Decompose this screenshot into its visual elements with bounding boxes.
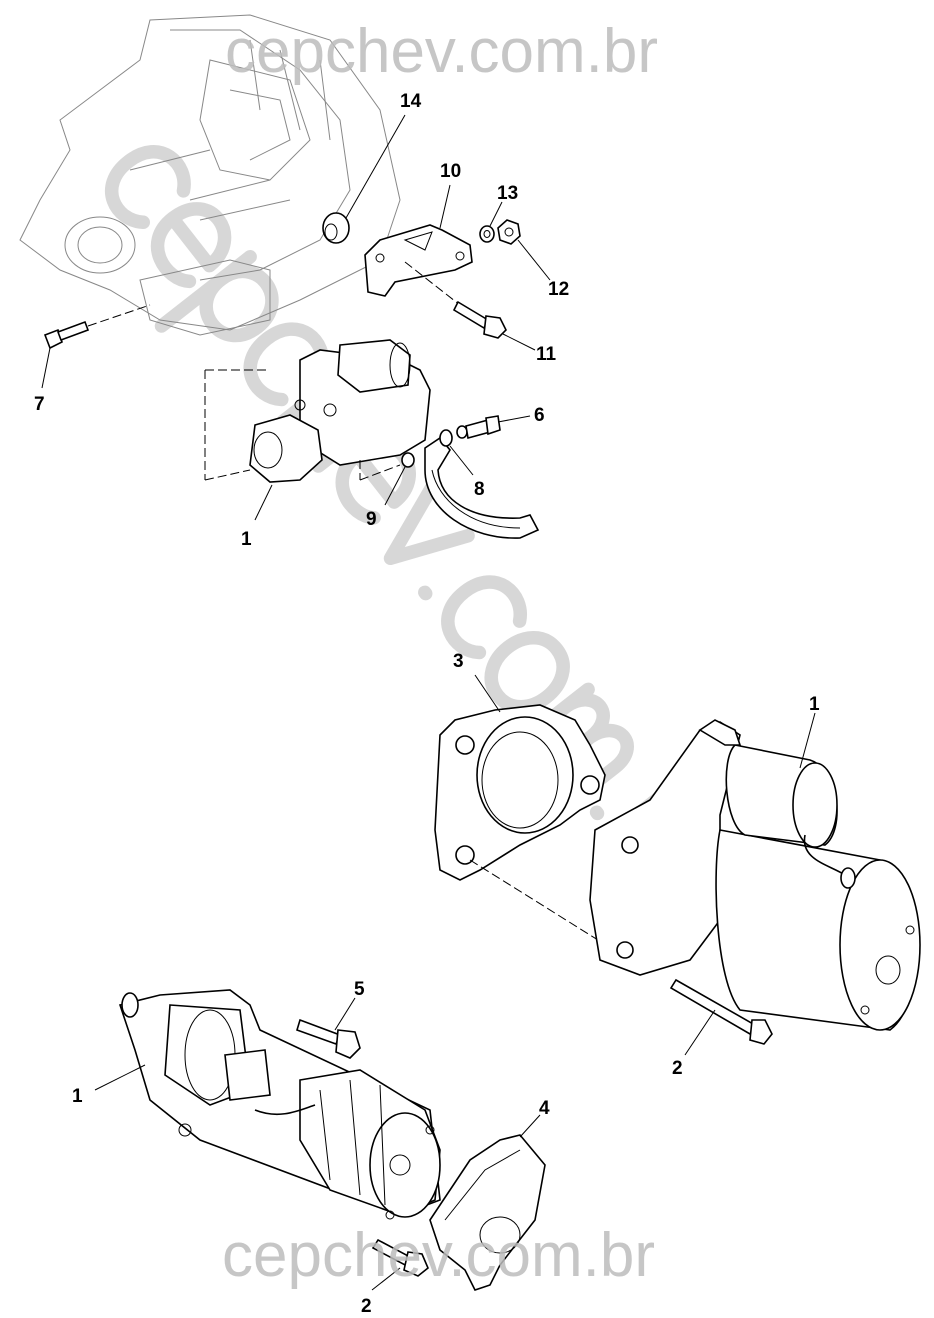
callout-7: 7 [34,394,45,415]
callout-13: 13 [497,183,518,204]
callouts-top: 14 10 13 12 11 7 6 8 9 1 [34,91,569,550]
callout-1: 1 [809,694,820,715]
callout-2: 2 [672,1058,683,1079]
callout-2: 2 [361,1296,372,1317]
part-13-washer [479,201,503,243]
part-3-gasket-plate [434,674,631,961]
callout-12: 12 [548,279,569,300]
part-2-bolt-middle [669,978,773,1056]
watermark-glyph [104,145,191,230]
part-5-bolt [296,997,361,1059]
callout-8: 8 [474,479,485,500]
watermark-glyph [484,631,570,714]
callout-4: 4 [539,1098,550,1119]
callouts-bottom: 5 1 4 2 [72,979,550,1317]
watermark-top: cepchev.com.br [225,17,658,86]
callouts-middle: 3 1 2 [453,651,820,1079]
callout-1: 1 [72,1086,83,1107]
part-1-starter-middle [589,712,921,1031]
part-14-bushing [322,114,406,244]
watermark-glyph [243,322,330,407]
part-10-bracket [364,184,473,297]
part-1-starter-top [204,339,431,521]
part-1-starter-bottom [94,989,441,1220]
watermark-glyph [154,250,279,343]
callout-14: 14 [400,91,422,112]
part-9-washer [384,452,415,506]
part-6-bolt [456,415,531,440]
callout-1: 1 [241,529,252,550]
part-2-bolt-bottom [371,1238,429,1291]
watermark-glyph [589,805,605,821]
part-7-bolt [41,304,151,389]
callout-9: 9 [366,509,377,530]
callout-5: 5 [354,979,365,1000]
callout-3: 3 [453,651,464,672]
watermark-bottom: cepchev.com.br [222,1221,655,1290]
transmission-housing [19,14,401,336]
callout-10: 10 [440,161,461,182]
watermark-glyph [383,481,475,565]
callout-6: 6 [534,405,545,426]
part-12-nut [497,219,551,281]
watermark-glyph [150,202,232,289]
part-8-washer [439,429,474,476]
callout-11: 11 [536,344,557,365]
ground-strap [424,436,540,539]
part-4-shield [429,1114,546,1291]
part-11-bolt [404,261,536,351]
watermark-glyph [418,585,433,601]
watermark-glyph [441,575,527,660]
